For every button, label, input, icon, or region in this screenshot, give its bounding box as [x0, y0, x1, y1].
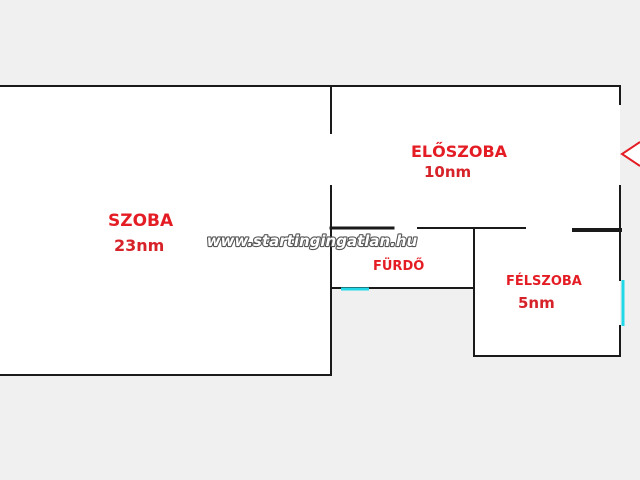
- room-name-eloszoba: ELŐSZOBA: [411, 141, 508, 161]
- floor-area: [0, 86, 620, 375]
- entrance-arrow-icon: [620, 141, 640, 167]
- room-name-felszoba: FÉLSZOBA: [506, 273, 582, 289]
- walls: [0, 85, 622, 376]
- room-name-szoba: SZOBA: [108, 211, 174, 231]
- windows: [341, 280, 625, 326]
- room-area-szoba: 23nm: [114, 236, 164, 255]
- room-area-felszoba: 5nm: [518, 294, 555, 312]
- watermark: www.startingingatlan.hu: [207, 232, 418, 250]
- room-area-eloszoba: 10nm: [424, 163, 471, 181]
- room-name-furdo: FÜRDŐ: [373, 258, 424, 274]
